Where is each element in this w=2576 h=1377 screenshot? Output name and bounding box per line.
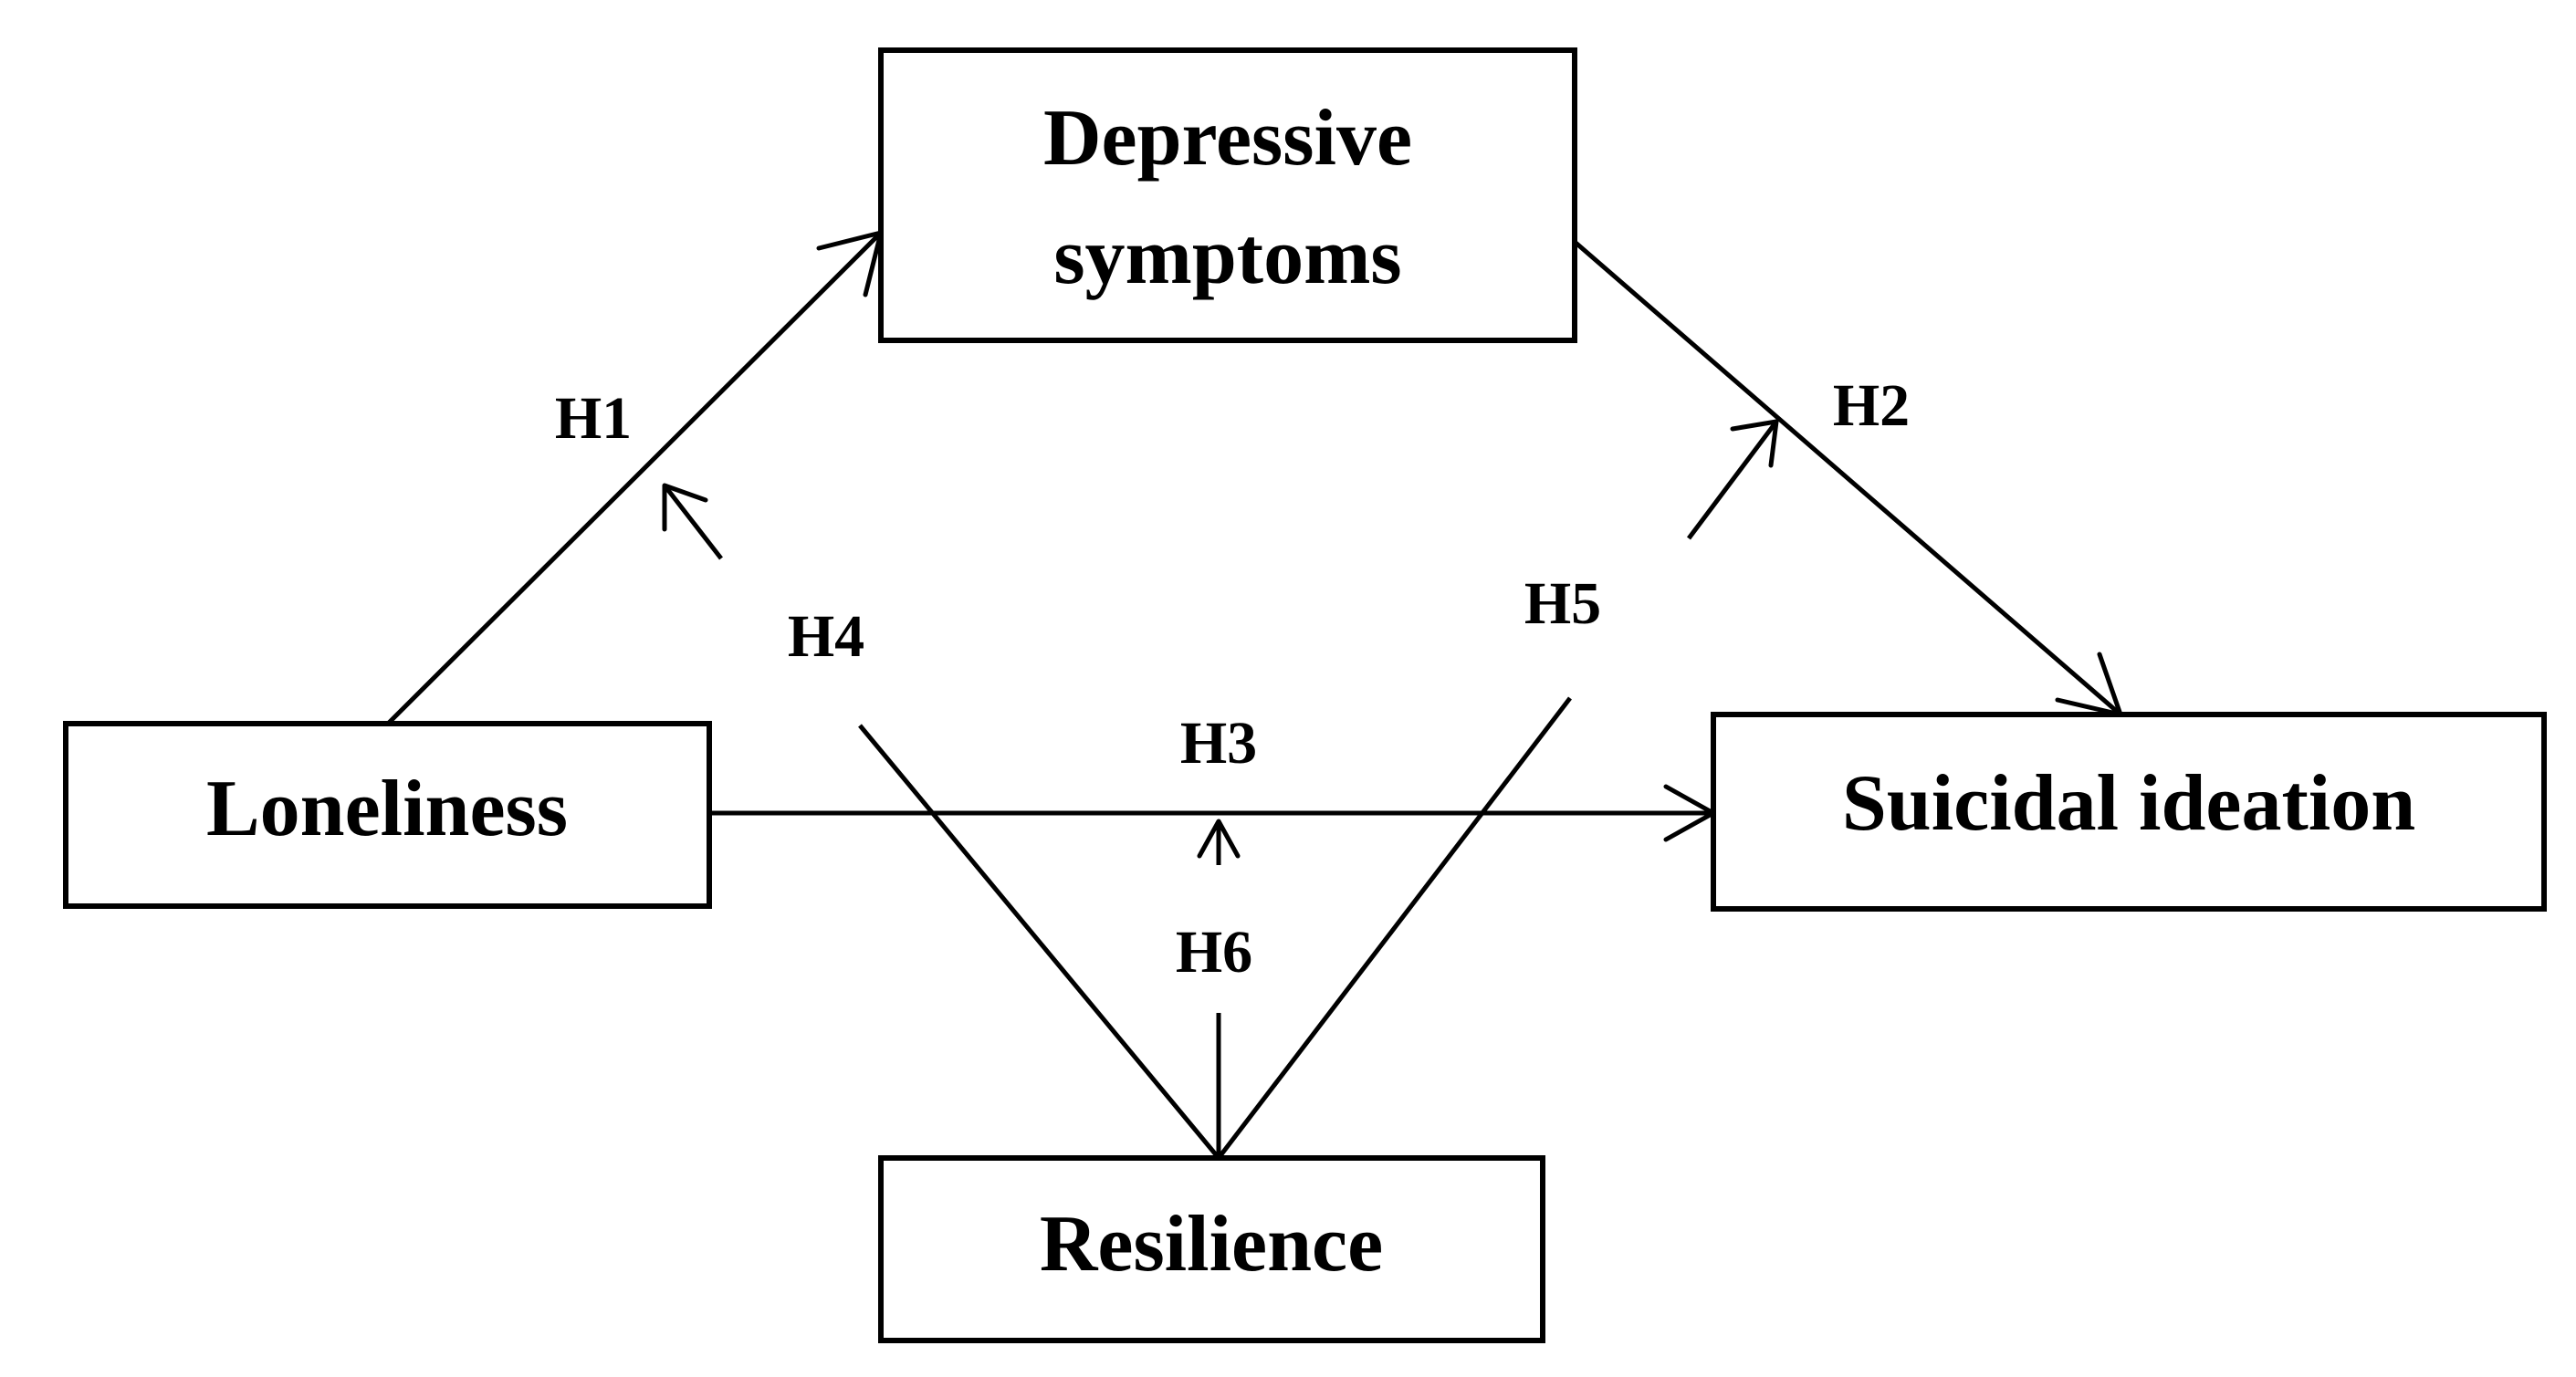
label-h6: H6: [1176, 919, 1252, 986]
node-resilience-label: Resilience: [1040, 1200, 1383, 1288]
moderation-line-h5: [1217, 696, 1572, 1160]
label-h2: H2: [1833, 372, 1910, 439]
node-loneliness-label: Loneliness: [206, 765, 568, 853]
node-resilience: Resilience: [878, 1155, 1545, 1343]
node-depressive-line1: Depressive: [1043, 94, 1412, 183]
node-depressive-symptoms: Depressive symptoms: [878, 47, 1577, 343]
arrow-h1-path: [386, 230, 884, 725]
moderation-arrow-h5: [1687, 419, 1779, 540]
arrow-h3-path: [709, 784, 1716, 842]
moderation-arrow-h6: [1197, 819, 1241, 865]
label-h5: H5: [1524, 570, 1601, 637]
moderation-line-h4: [858, 724, 1220, 1160]
arrow-h2-path: [1573, 240, 2123, 717]
node-suicidal-label: Suicidal ideation: [1842, 759, 2415, 848]
label-h3: H3: [1180, 710, 1257, 777]
label-h1: H1: [555, 385, 632, 452]
moderation-arrow-h4: [662, 483, 723, 560]
label-h4: H4: [788, 603, 864, 670]
node-depressive-line2: symptoms: [1053, 213, 1401, 301]
node-suicidal-ideation: Suicidal ideation: [1711, 712, 2547, 912]
node-loneliness: Loneliness: [63, 721, 712, 909]
